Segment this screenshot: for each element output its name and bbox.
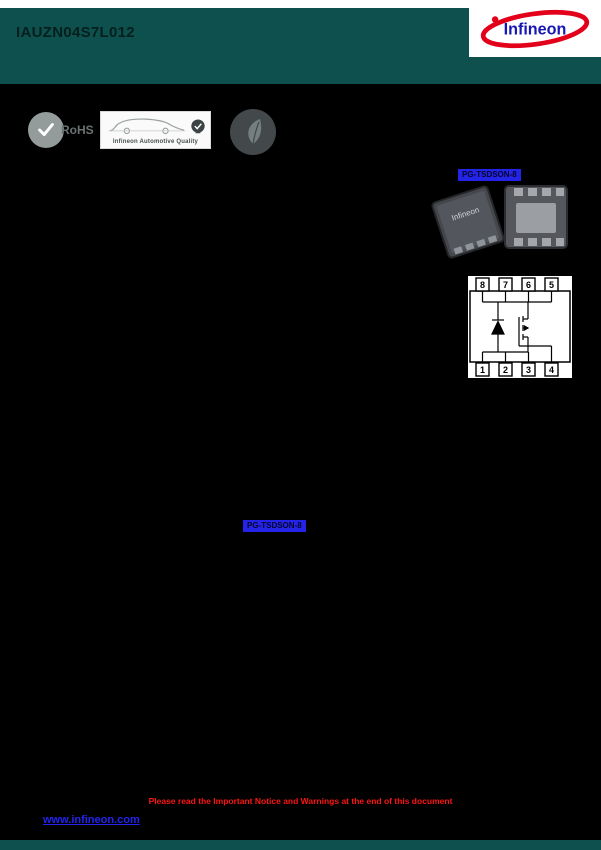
footer-notice: Please read the Important Notice and War…: [148, 796, 453, 806]
leaf-icon: [230, 109, 276, 155]
package-outline: [469, 290, 571, 363]
pin-4-label: 4: [549, 365, 554, 375]
pin-1-label: 1: [480, 365, 485, 375]
package-photos: Infineon: [431, 180, 578, 260]
mosfet-symbol: [481, 291, 553, 363]
pin-2-label: 2: [503, 365, 508, 375]
pin-3-label: 3: [526, 365, 531, 375]
part-number: IAUZN04S7L012: [16, 24, 135, 41]
footer-website-link[interactable]: www.infineon.com: [43, 814, 140, 826]
infineon-logo: Infineon: [469, 0, 601, 57]
chip-photo-top-view: Infineon: [431, 185, 505, 259]
automotive-quality-badge: Infineon Automotive Quality: [100, 111, 211, 149]
bottom-bar: [0, 840, 601, 850]
rohs-check-icon: [28, 112, 64, 148]
quality-seal-icon: [189, 118, 207, 136]
pin-6-label: 6: [526, 280, 531, 290]
package-link-body[interactable]: PG-TSDSON-8: [243, 520, 306, 532]
rohs-label: RoHS: [61, 123, 94, 137]
pin-configuration-diagram: 8 7 6 5 1 2 3 4: [468, 276, 572, 378]
package-link[interactable]: PG-TSDSON-8: [458, 169, 521, 181]
top-strip: [0, 0, 601, 8]
car-icon: [108, 118, 186, 135]
automotive-quality-label: Infineon Automotive Quality: [112, 139, 199, 145]
title-bar: IAUZN04S7L012: [0, 8, 469, 57]
infineon-logo-icon: Infineon: [480, 9, 590, 48]
pin-7-label: 7: [503, 280, 508, 290]
chip-photo-bottom-view: [504, 185, 568, 249]
pin-5-label: 5: [549, 280, 554, 290]
pin-8-label: 8: [480, 280, 485, 290]
logo-wordmark: Infineon: [504, 20, 567, 38]
subheader-bar: [0, 57, 601, 84]
rohs-badge: RoHS: [28, 112, 94, 148]
green-product-badge: [229, 108, 277, 156]
